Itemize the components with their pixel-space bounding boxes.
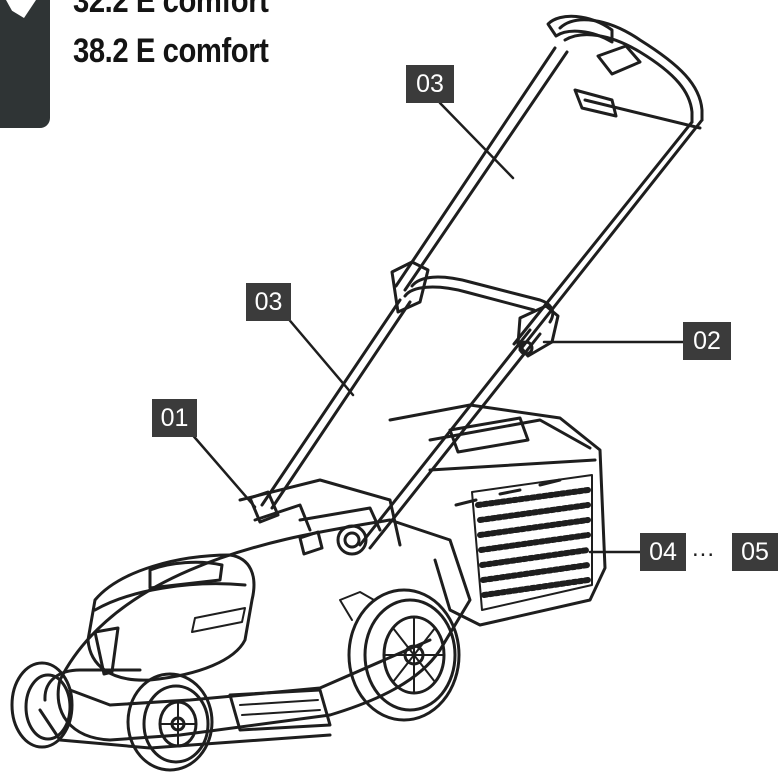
handle-pivots [248,490,368,556]
front-left-wheel [10,661,74,749]
callout-03-upper: 03 [406,65,454,103]
leader-01 [188,430,257,509]
callout-02: 02 [683,322,731,360]
callout-03-lower: 03 [246,283,291,321]
battery-cover [86,553,256,682]
callout-04: 04 [640,533,686,571]
model-title-2: 38.2 E comfort [73,32,269,70]
front-wheel [126,672,214,772]
callout-05: 05 [732,533,778,571]
mower-deck [38,478,472,750]
lower-handle [260,260,560,550]
leader-lines [188,101,685,554]
model-title-1: 32.2 E comfort [73,0,269,20]
range-ellipsis: ... [692,535,716,562]
upper-handle [394,14,704,352]
rear-wheel [339,588,461,722]
leader-03-top [438,101,515,180]
section-tab [0,0,50,128]
grass-catcher [388,403,607,627]
leader-03-mid [284,314,355,397]
callout-01: 01 [152,399,197,437]
